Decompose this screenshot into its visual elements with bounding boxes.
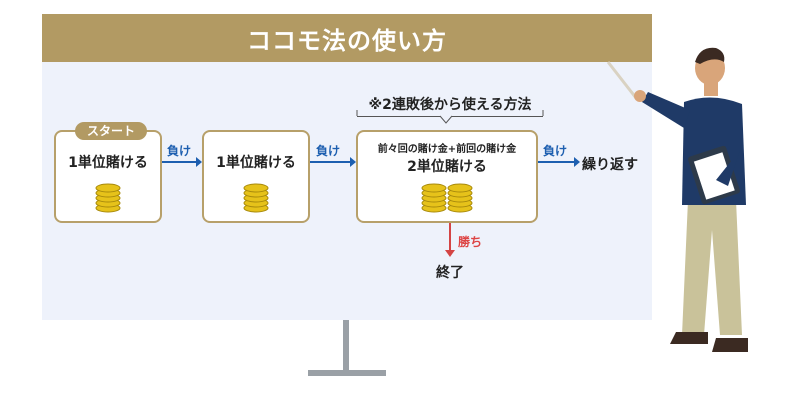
win-label: 勝ち [458,235,483,249]
end-text: 終了 [436,265,464,281]
win-arrow [445,223,455,257]
coin-stack-1 [95,183,121,213]
start-badge: スタート [75,122,147,140]
step-2-label: 1単位賭ける [216,155,296,171]
step-3-sublabel: 前々回の賭け金+前回の賭け金 [377,144,517,155]
note-text: ※2連敗後から使える方法 [368,97,532,113]
hand [634,90,646,102]
board-stand-base [308,370,386,376]
clipboard-paper [693,152,735,200]
page-title: ココモ法の使い方 [247,26,447,55]
trousers [682,200,742,335]
step-3-label: 2単位賭ける [407,159,487,175]
title-bar: ココモ法の使い方 [42,14,652,62]
pointer-stick [606,61,638,99]
lose-arrow-3 [538,157,580,167]
coin-stack-3 [421,183,473,213]
coin-stack-2 [243,183,269,213]
lose-arrow-2 [310,157,356,167]
lose-arrow-1 [162,157,202,167]
lose-label-3: 負け [543,144,568,158]
lower-arm [716,150,740,186]
board-stand-pole [343,320,349,372]
presenter-illustration [606,47,748,352]
step-1-label: 1単位賭ける [68,155,148,171]
step-box-3: 前々回の賭け金+前回の賭け金 2単位賭ける [356,130,538,223]
lose-label-2: 負け [316,144,341,158]
repeat-text: 繰り返す [582,157,638,173]
left-shoe [670,332,708,344]
right-shoe [712,338,748,352]
lose-label-1: 負け [167,144,192,158]
note-bracket-pointer [439,115,453,124]
hair [695,47,725,64]
raised-arm [642,92,690,128]
note-bracket-ticks [356,110,544,116]
